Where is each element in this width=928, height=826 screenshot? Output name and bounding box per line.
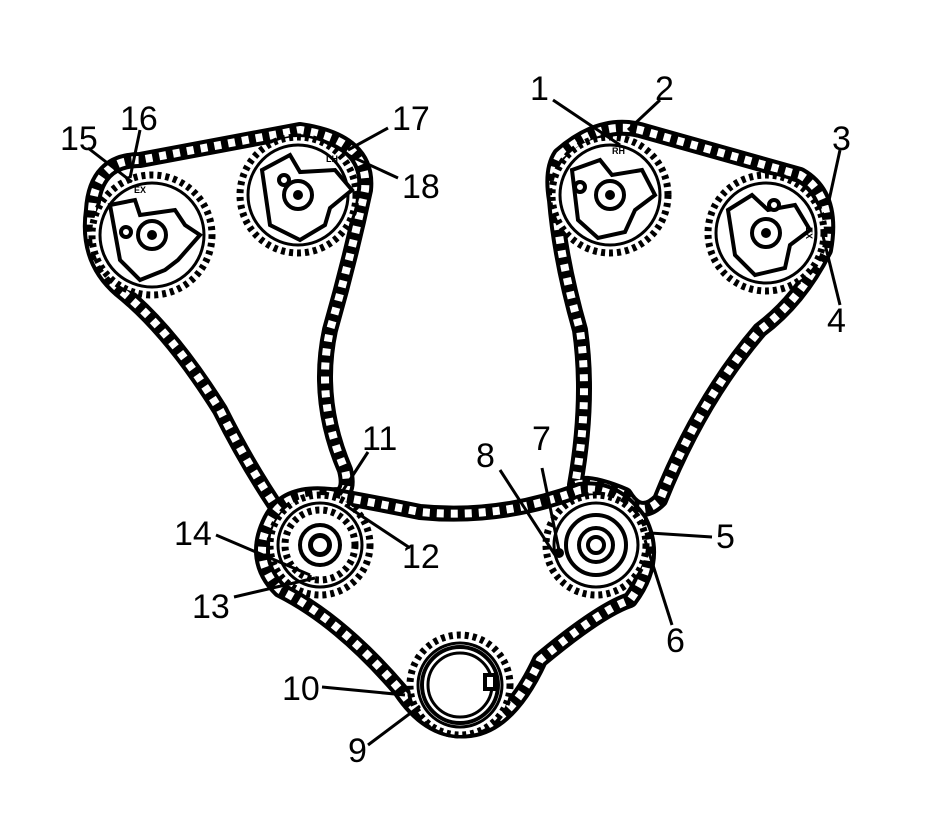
callout-4: 4 [827,302,846,340]
left-intake-cam-sprocket: LH [236,133,360,257]
leader-lines [87,98,842,747]
svg-text:EX: EX [804,227,814,239]
left-exhaust-cam-sprocket: EX [88,171,216,299]
callout-7: 7 [532,420,551,458]
primary-chain [254,481,656,739]
callout-6: 6 [666,622,685,660]
callout-labels: 1 2 3 4 5 6 7 8 9 10 11 12 13 14 15 16 1… [60,70,851,770]
callout-16: 16 [120,100,158,138]
callout-15: 15 [60,120,98,158]
callout-17: 17 [392,100,430,138]
callout-5: 5 [716,518,735,556]
right-exhaust-cam-sprocket: EX [704,171,828,295]
left-secondary-chain [82,122,374,528]
right-secondary-chain [545,119,836,517]
callout-11: 11 [362,420,397,458]
svg-text:EX: EX [134,185,146,195]
callout-18: 18 [402,168,440,206]
callout-13: 13 [192,588,230,626]
callout-8: 8 [476,437,495,475]
callout-14: 14 [174,515,212,553]
callout-9: 9 [348,732,367,770]
callout-1: 1 [530,70,549,108]
callout-12: 12 [402,538,440,576]
callout-2: 2 [655,70,674,108]
right-idler-sprocket [542,491,650,599]
crankshaft-sprocket [406,631,514,739]
svg-text:RH: RH [612,146,625,156]
right-intake-cam-sprocket: RH [548,133,672,257]
svg-text:LH: LH [326,154,338,164]
callout-3: 3 [832,120,851,158]
callout-10: 10 [282,670,320,708]
